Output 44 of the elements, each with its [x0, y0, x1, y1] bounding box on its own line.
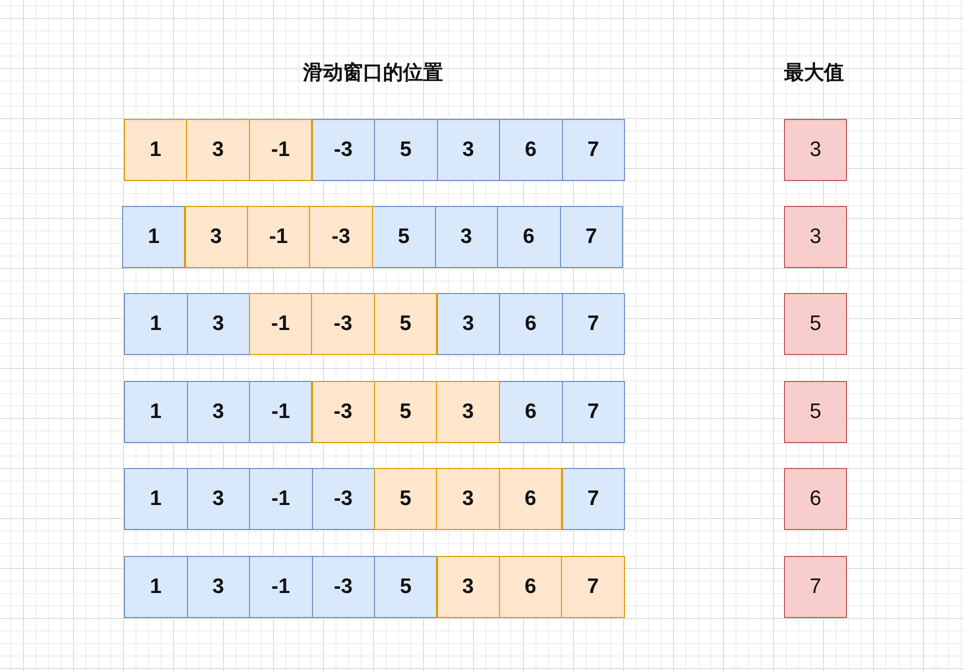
number-cell: 6 — [499, 293, 562, 355]
max-value-box: 6 — [784, 468, 847, 530]
max-value-box: 3 — [784, 206, 847, 268]
window-band — [312, 381, 500, 443]
number-cell: 3 — [186, 556, 250, 618]
max-value-box: 7 — [784, 556, 847, 618]
number-cell: 3 — [186, 293, 250, 355]
number-cell: -3 — [312, 556, 375, 618]
number-cell: 1 — [122, 206, 186, 268]
window-band — [436, 556, 625, 618]
window-band — [184, 206, 373, 268]
number-cell: 5 — [374, 556, 438, 618]
number-cell: 7 — [562, 119, 625, 181]
window-band — [124, 119, 312, 181]
number-cell: 1 — [124, 381, 188, 443]
number-cell: 1 — [124, 556, 188, 618]
number-cell: 1 — [124, 293, 188, 355]
number-cell: -1 — [249, 468, 312, 530]
number-cell: 3 — [436, 293, 500, 355]
max-value-box: 3 — [784, 119, 847, 181]
number-cell: 5 — [374, 119, 438, 181]
max-value-box: 5 — [784, 381, 847, 443]
number-cell: 3 — [436, 119, 500, 181]
number-cell: 7 — [562, 381, 625, 443]
number-cell: 7 — [562, 468, 625, 530]
number-cell: -1 — [249, 556, 312, 618]
number-cell: -3 — [312, 468, 375, 530]
number-cell: 3 — [434, 206, 498, 268]
max-value-box: 5 — [784, 293, 847, 355]
number-cell: 3 — [186, 381, 250, 443]
number-cell: 1 — [124, 468, 188, 530]
window-band — [249, 293, 438, 355]
number-cell: 5 — [372, 206, 436, 268]
number-cell: 6 — [499, 119, 562, 181]
number-cell: 7 — [562, 293, 625, 355]
number-cell: 7 — [560, 206, 623, 268]
column-heading: 最大值 — [784, 61, 844, 85]
window-band — [374, 468, 562, 530]
number-cell: -3 — [312, 119, 375, 181]
number-cell: 6 — [499, 381, 562, 443]
number-cell: 6 — [497, 206, 560, 268]
column-heading: 滑动窗口的位置 — [303, 61, 443, 85]
number-cell: 3 — [186, 468, 250, 530]
number-cell: -1 — [249, 381, 312, 443]
